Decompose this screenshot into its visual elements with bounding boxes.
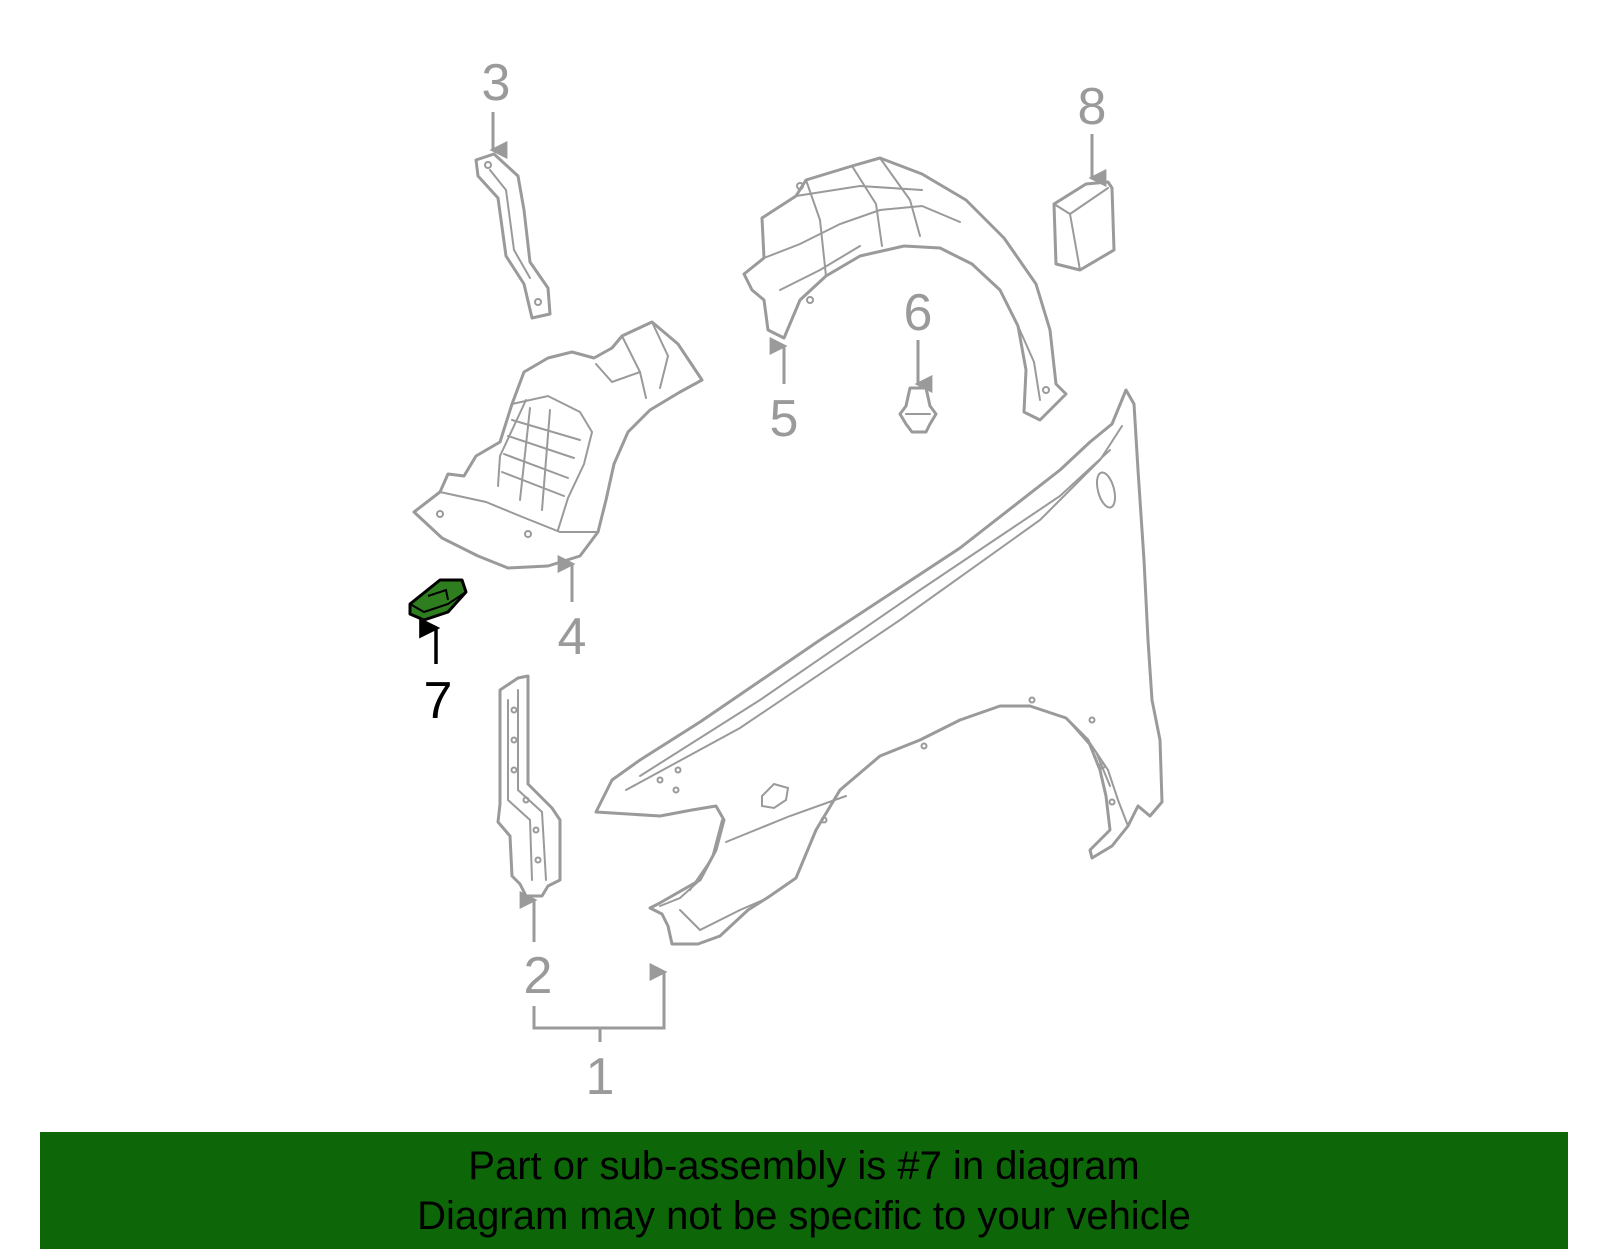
info-banner: Part or sub-assembly is #7 in diagram Di… (40, 1132, 1568, 1249)
part-7-clip-highlighted (408, 578, 468, 622)
banner-line-disclaimer: Diagram may not be specific to your vehi… (417, 1193, 1191, 1238)
banner-line-part-number: Part or sub-assembly is #7 in diagram (468, 1143, 1140, 1188)
part-3-bracket (474, 152, 552, 320)
callout-5-label: 5 (770, 390, 799, 448)
part-2-support-bracket (496, 674, 562, 898)
part-4-fender-liner (412, 320, 704, 570)
callout-8: 8 (1078, 78, 1107, 187)
part-5-wheelhouse-liner (742, 156, 1068, 422)
callout-1: 1 (532, 963, 668, 1106)
callout-8-label: 8 (1078, 78, 1107, 136)
callout-7-label: 7 (424, 672, 453, 730)
callout-4-label: 4 (558, 608, 587, 666)
callout-1-label: 1 (586, 1048, 615, 1106)
callout-3-label: 3 (482, 54, 511, 112)
callout-2-label: 2 (524, 947, 553, 1005)
callout-2: 2 (519, 891, 553, 1005)
part-1-fender (594, 388, 1164, 946)
callout-5: 5 (770, 337, 799, 448)
callout-6-label: 6 (904, 284, 933, 342)
callout-4: 4 (558, 555, 587, 666)
callout-3: 3 (482, 54, 511, 159)
part-8-cap (1052, 180, 1116, 272)
callout-7: 7 (419, 617, 453, 730)
part-6-push-clip (898, 386, 938, 434)
parts-diagram: 3 4 5 (408, 54, 1164, 1106)
callout-6: 6 (904, 284, 933, 393)
